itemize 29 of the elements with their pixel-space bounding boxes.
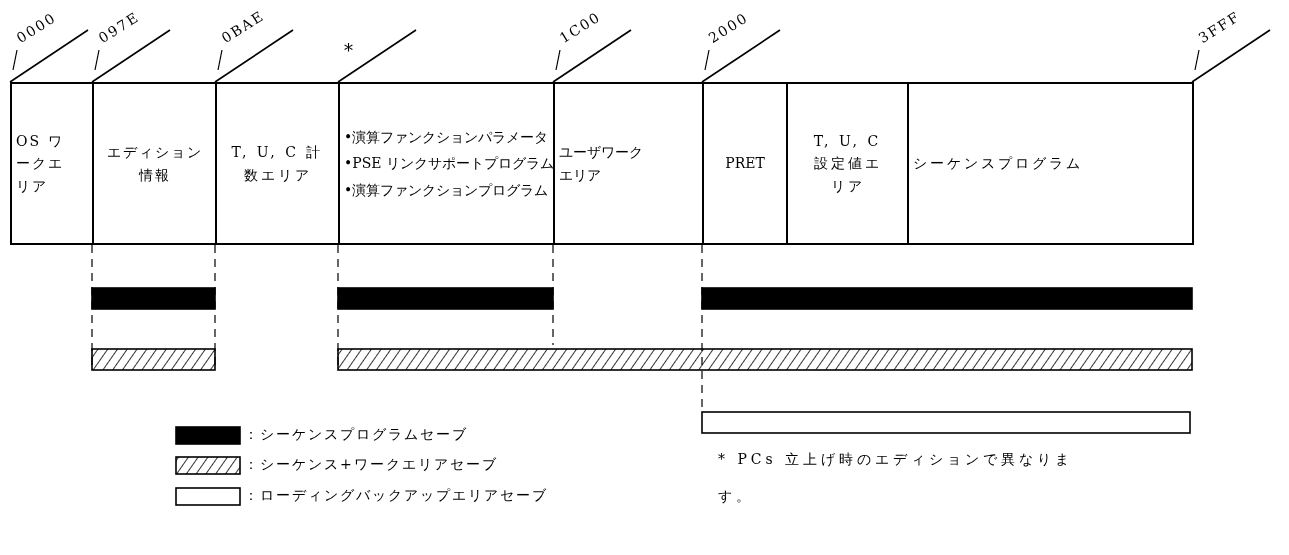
area-label: PRET bbox=[724, 154, 766, 174]
memory-area-cell bbox=[215, 82, 340, 245]
memory-area-cell bbox=[907, 82, 1194, 245]
area-label: T, U, C 計数エリア bbox=[230, 143, 325, 185]
legend-label: ：ローディングバックアップエリアセーブ bbox=[244, 487, 548, 505]
area-label: •PSE リンクサポートプログラム bbox=[344, 154, 555, 173]
save-bar bbox=[91, 287, 216, 310]
area-label: シーケンスプログラム bbox=[913, 154, 1084, 174]
area-label: ユーザワークエリア bbox=[559, 143, 644, 185]
area-label: •演算ファンクションパラメータ bbox=[344, 128, 550, 147]
area-label: エディション情報 bbox=[106, 143, 203, 185]
hatched-save-bar bbox=[91, 348, 216, 371]
save-bar bbox=[701, 287, 1193, 310]
area-label: •演算ファンクションプログラム bbox=[344, 180, 550, 199]
outline-save-bar bbox=[701, 411, 1191, 434]
area-label: T, U, C 設定値エリア bbox=[812, 131, 883, 196]
memory-area-cell bbox=[702, 82, 788, 245]
memory-area-cell bbox=[10, 82, 94, 245]
legend-label: ：シーケンス+ワークエリアセーブ bbox=[244, 456, 498, 474]
address-label: * bbox=[344, 40, 355, 61]
memory-area-cell bbox=[553, 82, 704, 245]
footnote: * PCs 立上げ時のエディションで異なります。 bbox=[718, 450, 1075, 506]
memory-area-cell bbox=[786, 82, 909, 245]
save-bar bbox=[337, 287, 554, 310]
memory-area-cell bbox=[338, 82, 555, 245]
legend-label: ：シーケンスプログラムセーブ bbox=[244, 426, 468, 444]
memory-area-cell bbox=[92, 82, 217, 245]
hatched-save-bar bbox=[337, 348, 1193, 371]
area-label: OS ワークエリア bbox=[16, 131, 65, 196]
